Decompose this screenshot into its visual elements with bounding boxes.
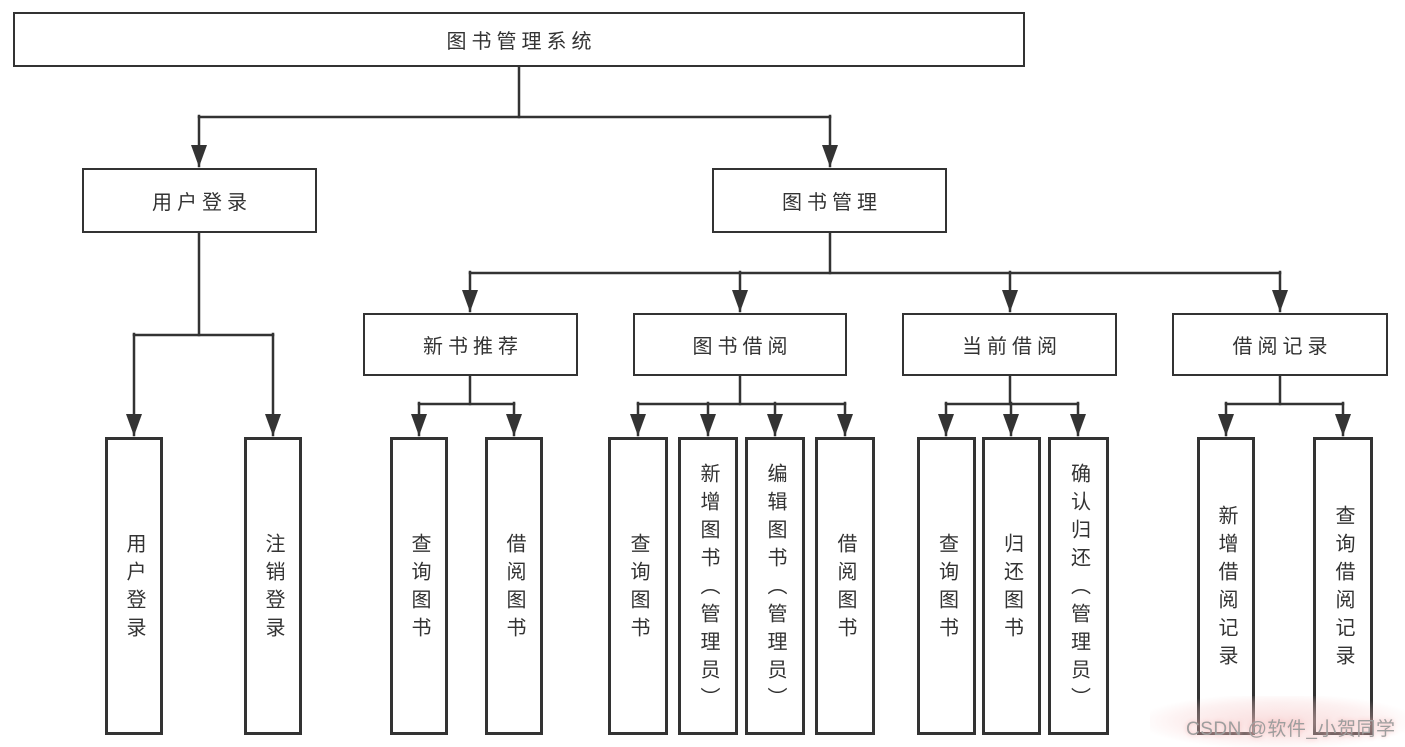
leaf-borrowing-add-book-admin: 新增图书（管理员） — [678, 437, 738, 735]
leaf-records-query-record: 查询借阅记录 — [1313, 437, 1373, 735]
node-book-borrowing: 图书借阅 — [633, 313, 847, 376]
node-new-book-recommend: 新书推荐 — [363, 313, 578, 376]
leaf-borrowing-borrow-book: 借阅图书 — [815, 437, 875, 735]
leaf-records-add-record: 新增借阅记录 — [1197, 437, 1255, 735]
node-book-management: 图书管理 — [712, 168, 947, 233]
node-current-borrowing: 当前借阅 — [902, 313, 1117, 376]
leaf-recommend-borrow-book: 借阅图书 — [485, 437, 543, 735]
leaf-current-return-book: 归还图书 — [982, 437, 1041, 735]
leaf-user-login: 用户登录 — [105, 437, 163, 735]
node-root: 图书管理系统 — [13, 12, 1025, 67]
leaf-borrowing-query-book: 查询图书 — [608, 437, 668, 735]
leaf-logout-login: 注销登录 — [244, 437, 302, 735]
watermark-text: CSDN @软件_小贺同学 — [1186, 719, 1396, 740]
leaf-current-query-book: 查询图书 — [917, 437, 976, 735]
leaf-recommend-query-book: 查询图书 — [390, 437, 448, 735]
leaf-borrowing-edit-book-admin: 编辑图书（管理员） — [745, 437, 805, 735]
node-user-login: 用户登录 — [82, 168, 317, 233]
node-borrowing-records: 借阅记录 — [1172, 313, 1388, 376]
leaf-current-confirm-return-admin: 确认归还（管理员） — [1048, 437, 1109, 735]
connector-line-group — [126, 65, 1351, 437]
